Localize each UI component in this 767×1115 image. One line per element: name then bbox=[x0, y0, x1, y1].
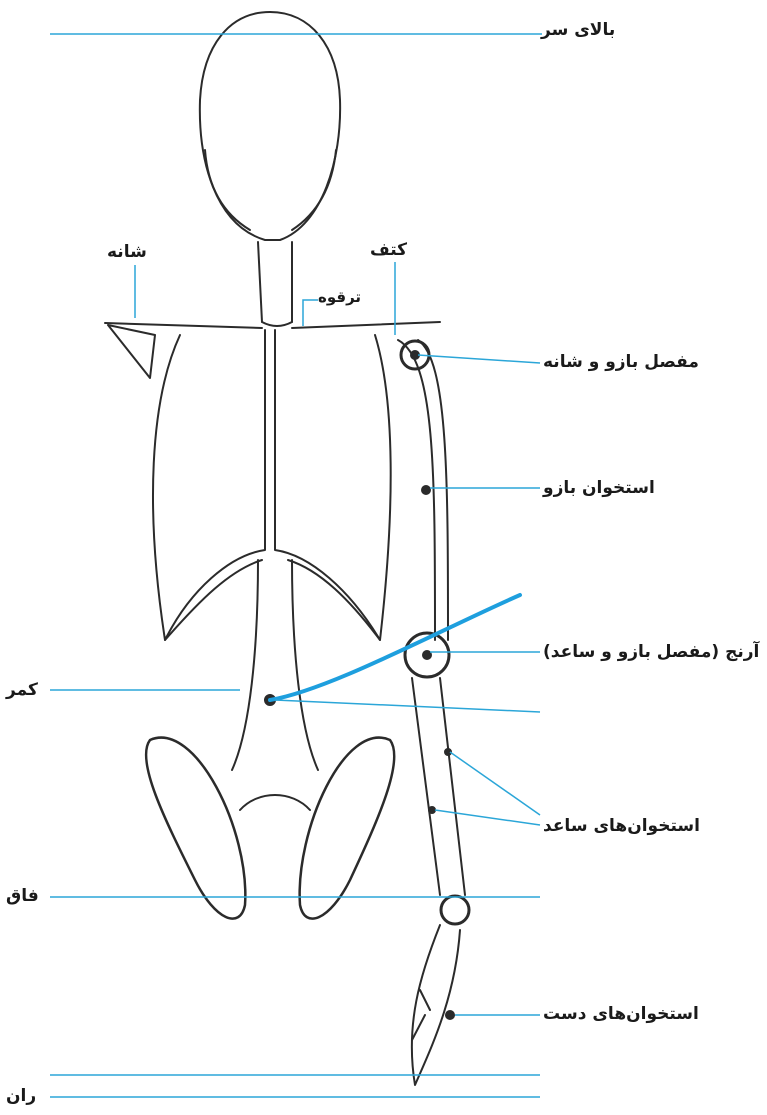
ribcage-lower-right bbox=[288, 560, 380, 640]
label-humerus: استخوان بازو bbox=[543, 480, 655, 497]
forearm bbox=[412, 678, 465, 895]
hand bbox=[412, 925, 460, 1085]
label-clavicle: ترقوه bbox=[318, 290, 361, 305]
abdomen-left bbox=[232, 560, 258, 770]
jaw-right bbox=[292, 150, 336, 230]
label-head-top: بالای سر bbox=[541, 22, 615, 39]
guide-line-shoulder-joint bbox=[418, 355, 540, 363]
label-crotch: فاق bbox=[6, 888, 39, 905]
hip-left bbox=[146, 738, 245, 919]
abdomen-right bbox=[292, 560, 318, 770]
pelvis-bottom bbox=[240, 795, 310, 810]
guide-line-clavicle bbox=[303, 300, 318, 326]
label-hand-bones: استخوان‌های دست bbox=[543, 1006, 699, 1023]
label-elbow: آرنج (مفصل بازو و ساعد) bbox=[543, 644, 759, 661]
wrist-circle bbox=[441, 896, 469, 924]
guide-line-forearm-1 bbox=[450, 752, 540, 815]
label-shoulder-joint: مفصل بازو و شانه bbox=[543, 354, 699, 371]
guide-line-waist-right bbox=[275, 700, 540, 712]
label-scapula: کتف bbox=[370, 242, 407, 259]
highlight-stroke bbox=[270, 595, 520, 700]
hip-right bbox=[300, 738, 395, 919]
guide-line-forearm-2 bbox=[435, 810, 540, 825]
head-outline bbox=[200, 12, 340, 240]
scapula-left bbox=[108, 325, 155, 378]
neck-left bbox=[258, 242, 262, 322]
label-forearm-bones: استخوان‌های ساعد bbox=[543, 818, 700, 835]
label-shoulder: شانه bbox=[107, 244, 147, 261]
label-thigh: ران bbox=[6, 1088, 36, 1105]
ribcage-lower-left bbox=[165, 560, 262, 640]
label-waist: کمر bbox=[6, 682, 38, 699]
jaw-left bbox=[205, 150, 250, 230]
neck-base bbox=[262, 322, 292, 326]
